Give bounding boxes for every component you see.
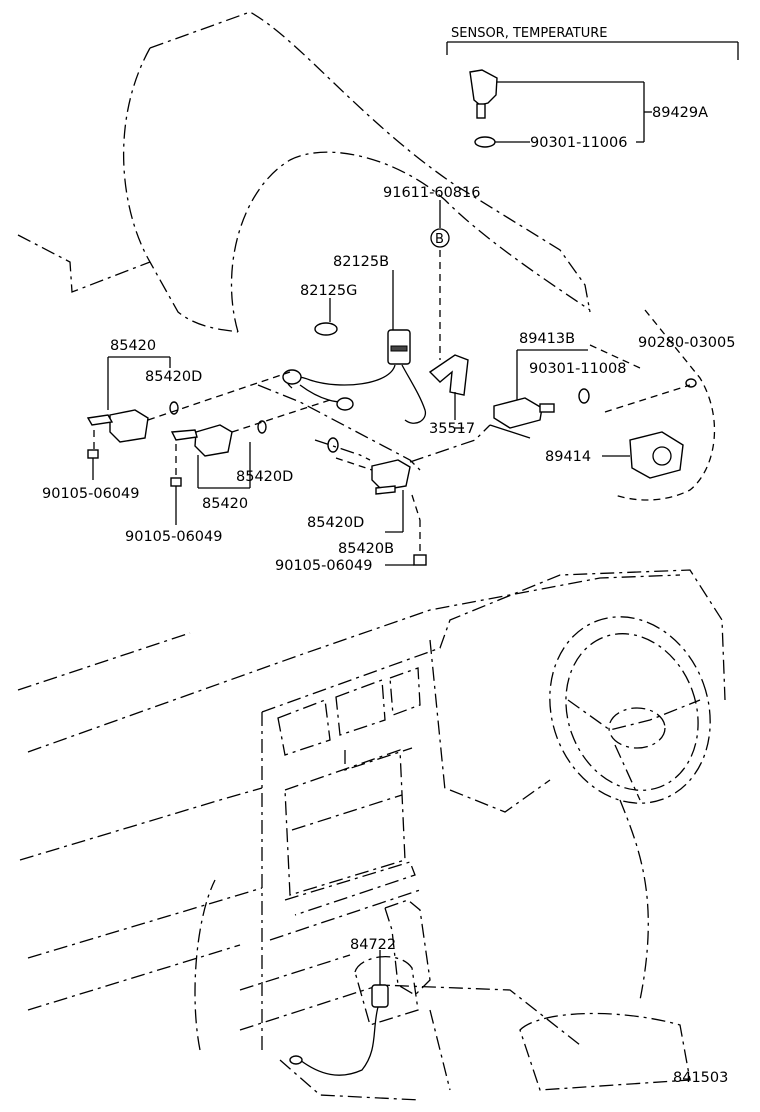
label-85420B: 85420B [338,541,394,557]
section-title: SENSOR, TEMPERATURE [451,26,608,41]
label-90301-11006: 90301-11006 [530,135,628,151]
speed-sensor-left [86,356,291,480]
label-91611-60816: 91611-60816 [383,185,481,201]
label-callout-b: B [435,232,444,247]
label-89413B: 89413B [519,331,575,347]
neutral-start-switch [489,344,697,479]
speed-sensor-middle [170,399,331,525]
label-82125G: 82125G [300,283,357,299]
temperature-sensor-icon [469,69,652,148]
sensor-temperature-bracket [446,41,739,60]
label-35517: 35517 [429,421,475,437]
label-90105-06049-left: 90105-06049 [42,486,140,502]
bracket-icon [428,354,469,429]
label-85420D-left: 85420D [145,369,202,385]
label-82125B: 82125B [333,254,389,270]
label-89429A: 89429A [652,105,708,121]
label-85420D-middle: 85420D [236,469,293,485]
label-85420-middle: 85420 [202,496,248,512]
steering-wheel [549,616,711,804]
shift-lever [289,899,431,1076]
label-84722: 84722 [350,937,396,953]
assembly-guide-lines [257,384,491,471]
label-90280-03005: 90280-03005 [638,335,736,351]
dashboard-outline [17,569,726,1101]
speed-sensor-lower [327,437,427,566]
transmission-outline [17,11,716,501]
label-90301-11008: 90301-11008 [529,361,627,377]
label-diagram-number: 841503 [673,1070,728,1086]
label-85420-left: 85420 [110,338,156,354]
label-90105-06049-middle: 90105-06049 [125,529,223,545]
label-89414: 89414 [545,449,591,465]
bolt-b-callout [430,200,450,360]
label-85420D-lower: 85420D [307,515,364,531]
label-90105-06049-lower: 90105-06049 [275,558,373,574]
